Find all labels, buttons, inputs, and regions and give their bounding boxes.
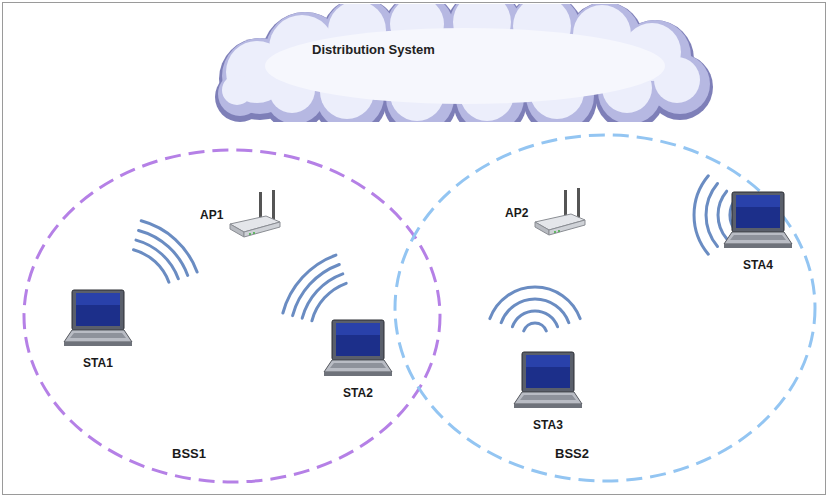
laptop-icon	[722, 190, 794, 254]
wave-arc	[141, 221, 197, 272]
device-label: STA2	[343, 386, 373, 400]
access-point: AP2	[505, 188, 587, 240]
access-point: AP1	[200, 190, 282, 242]
wave-arc	[136, 240, 178, 279]
cloud-shape	[200, 4, 725, 122]
laptop-icon	[322, 318, 394, 382]
station-laptop: STA4	[722, 190, 794, 272]
bss-area: BSS2 AP2STA3 STA4	[393, 133, 817, 483]
bss-label: BSS2	[555, 446, 589, 461]
station-laptop: STA1	[62, 288, 134, 370]
device-label: AP1	[200, 208, 223, 222]
wave-arc	[139, 231, 188, 276]
device-label: STA4	[743, 258, 773, 272]
wave-arc	[524, 323, 547, 331]
laptop-icon	[512, 350, 584, 414]
device-label: STA1	[83, 356, 113, 370]
wave-arc	[512, 311, 557, 327]
device-label: STA3	[533, 418, 563, 432]
wave-arc	[718, 191, 727, 239]
cloud-label: Distribution System	[312, 42, 435, 57]
access-point-icon	[226, 190, 282, 242]
wave-arc	[293, 265, 340, 316]
station-laptop: STA2	[322, 318, 394, 400]
wave-arc	[283, 255, 336, 313]
wave-arc	[490, 287, 580, 319]
wave-arc	[706, 184, 717, 247]
device-label: AP2	[505, 206, 528, 220]
wave-arc	[694, 176, 708, 254]
cloud-node: Distribution System	[200, 4, 725, 122]
wave-arc	[501, 299, 569, 323]
laptop-icon	[62, 288, 134, 352]
station-laptop: STA3	[512, 350, 584, 432]
access-point-icon	[531, 188, 587, 240]
bss-area: BSS1 AP1STA1STA2	[22, 148, 442, 484]
bss-boundary	[393, 133, 817, 483]
wave-arc	[302, 274, 343, 318]
bss-label: BSS1	[172, 446, 206, 461]
